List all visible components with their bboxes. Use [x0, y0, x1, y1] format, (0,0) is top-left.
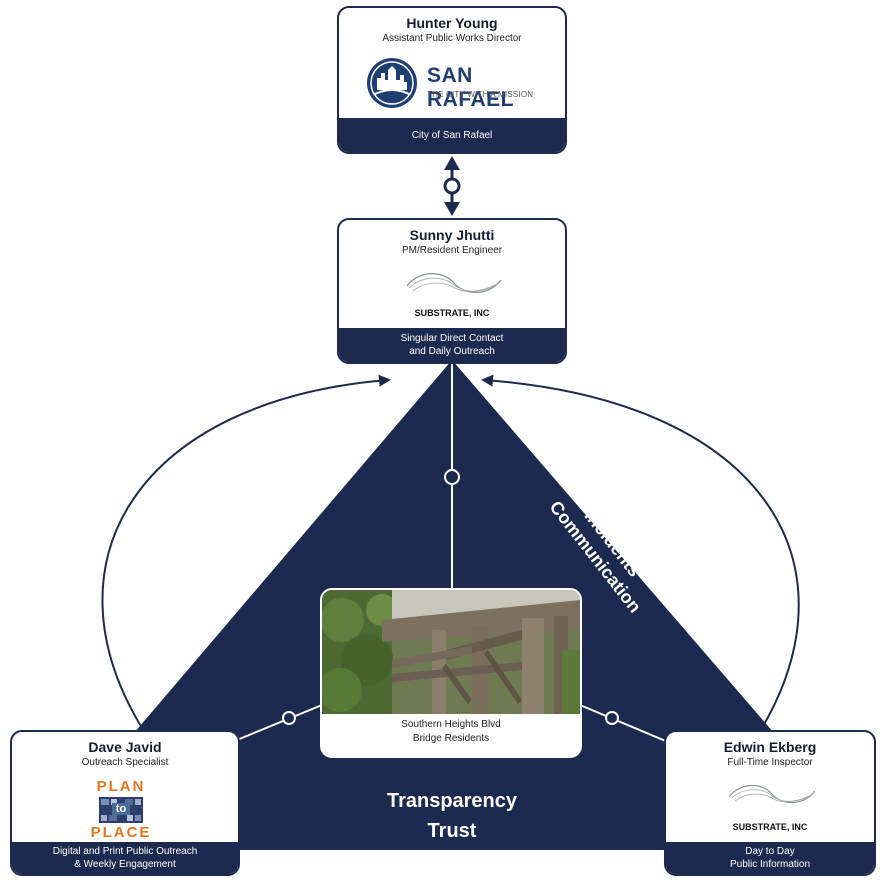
left-footer-line1: Digital and Print Public Outreach: [52, 846, 198, 857]
san-rafael-logo-tagline: THE CITY WITH A MISSION: [427, 90, 534, 99]
substrate-swirl-icon: [406, 272, 502, 294]
left-connector-line: [231, 704, 323, 743]
top-connector-arrow-up: [444, 156, 460, 170]
right-person-card: Edwin Ekberg Full-Time Inspector SUBSTRA…: [664, 730, 876, 876]
right-curved-arrow: [481, 374, 800, 729]
middle-person-footer: Singular Direct Contact and Daily Outrea…: [339, 328, 565, 362]
top-connector-node: [443, 177, 461, 195]
top-person-card: Hunter Young Assistant Public Works Dire…: [337, 6, 567, 154]
plan-to-place-word-plan: PLAN: [96, 778, 146, 795]
center-caption-line2: Bridge Residents: [412, 733, 490, 744]
middle-company-name: SUBSTRATE, INC: [414, 308, 490, 318]
substrate-swirl-icon: [728, 784, 816, 804]
right-footer-line1: Day to Day: [745, 846, 795, 857]
left-curved-arrow: [101, 374, 391, 729]
middle-person-role: PM/Resident Engineer: [401, 245, 503, 256]
top-person-role: Assistant Public Works Director: [382, 33, 522, 44]
left-footer-line2: & Weekly Engagement: [74, 859, 176, 870]
top-connector-arrow-down: [444, 202, 460, 216]
san-rafael-emblem-icon: [367, 58, 417, 108]
center-photo-caption: Southern Heights Blvd Bridge Residents: [322, 718, 580, 746]
plan-to-place-word-place: PLACE: [90, 824, 152, 841]
right-person-name: Edwin Ekberg: [723, 739, 817, 755]
bridge-photo: [322, 590, 580, 714]
right-connector-line: [579, 704, 669, 743]
bottom-label-trust: Trust: [427, 820, 477, 842]
right-footer-line2: Public Information: [729, 859, 811, 870]
middle-person-card: Sunny Jhutti PM/Resident Engineer SUBSTR…: [337, 218, 567, 364]
left-connector-node: [282, 711, 296, 725]
center-connector-node: [444, 469, 460, 485]
left-person-role: Outreach Specialist: [81, 757, 169, 768]
right-person-footer: Day to Day Public Information: [666, 842, 874, 874]
middle-footer-line2: and Daily Outreach: [409, 346, 495, 357]
san-rafael-logo: SAN RAFAEL THE CITY WITH A MISSION: [365, 56, 541, 111]
bottom-label-transparency: Transparency: [386, 790, 518, 812]
plan-to-place-logo: PLAN to PLACE: [88, 778, 154, 841]
middle-footer-line1: Singular Direct Contact: [400, 333, 504, 344]
center-caption-line1: Southern Heights Blvd: [401, 719, 501, 730]
right-connector-node: [605, 711, 619, 725]
right-company-name: SUBSTRATE, INC: [732, 822, 808, 832]
top-person-footer: City of San Rafael: [339, 118, 565, 152]
plan-to-place-word-to: to: [112, 803, 130, 815]
top-person-name: Hunter Young: [406, 15, 498, 31]
san-rafael-logo-title: SAN RAFAEL: [427, 64, 514, 111]
navy-triangle: [128, 360, 780, 740]
left-person-footer: Digital and Print Public Outreach & Week…: [12, 842, 238, 874]
left-person-name: Dave Javid: [88, 739, 162, 755]
right-person-role: Full-Time Inspector: [727, 757, 813, 768]
center-photo-card: Southern Heights Blvd Bridge Residents: [320, 588, 582, 758]
middle-person-name: Sunny Jhutti: [409, 227, 495, 243]
